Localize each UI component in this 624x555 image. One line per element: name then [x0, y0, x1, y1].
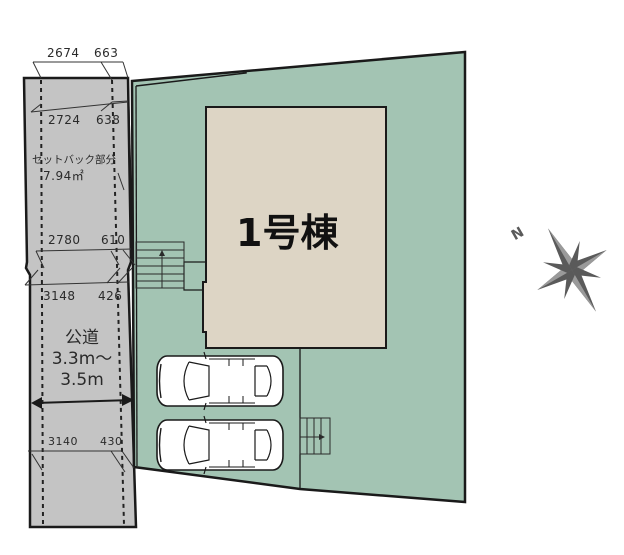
dim-top-a-left: 2674 — [47, 46, 80, 60]
dim-mid-b-right: 426 — [98, 289, 123, 303]
building-name: 1号棟 — [236, 211, 339, 255]
dim-top-a-right: 663 — [94, 46, 119, 60]
dim-bottom-right: 430 — [100, 435, 123, 448]
setback-area: 7.94㎡ — [43, 169, 85, 183]
compass-icon — [537, 228, 607, 312]
yard-steps — [299, 417, 331, 455]
north-label: N — [509, 224, 527, 244]
dim-mid-b-left: 3148 — [43, 289, 76, 303]
road-width-line1: 3.3m～ — [51, 349, 113, 369]
dimension-lines — [24, 61, 136, 473]
dim-bottom-left: 3140 — [48, 435, 78, 448]
dim-mid-a-right: 610 — [101, 233, 126, 247]
parked-car-2 — [156, 415, 284, 475]
dim-top-b-right: 638 — [96, 113, 121, 127]
dim-mid-a-left: 2780 — [48, 233, 81, 247]
parked-car-1 — [156, 351, 284, 411]
dim-top-b-left: 2724 — [48, 113, 81, 127]
road-label: 公道 3.3m～ 3.5m — [30, 330, 134, 389]
road-width-arrow — [31, 394, 134, 409]
road-title: 公道 — [65, 328, 99, 348]
setback-label: セットバック部分 — [32, 154, 116, 166]
road-width-line2: 3.5m — [60, 370, 104, 390]
entrance-stairs — [135, 241, 185, 289]
